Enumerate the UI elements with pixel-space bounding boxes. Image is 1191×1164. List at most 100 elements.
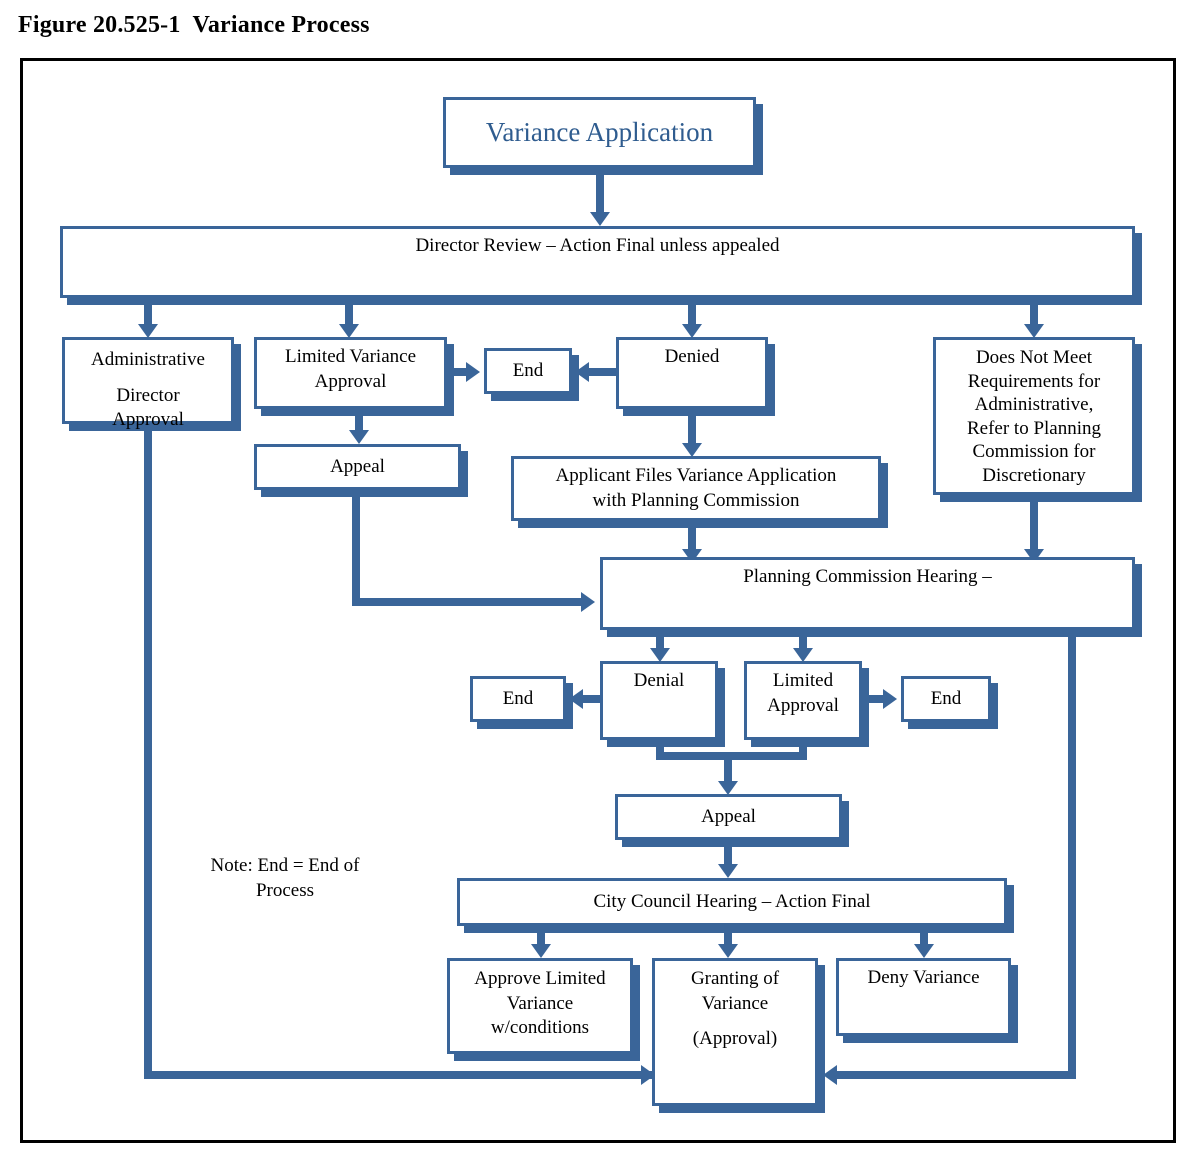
node-approve-limited-variance[interactable]: Approve Limited Variance w/conditions [447, 958, 633, 1054]
node-does-not-meet-line2: Requirements for [967, 370, 1101, 392]
connector-applicant-to-pc [688, 521, 696, 553]
connector-council-to-deny [920, 926, 928, 948]
node-denied[interactable]: Denied [616, 337, 768, 409]
node-granting-of-variance-line2: Variance [701, 992, 769, 1014]
node-end-denial[interactable]: End [470, 676, 566, 722]
arrowhead-council-to-approve-limited [531, 944, 551, 958]
arrowhead-limited-to-end [466, 362, 480, 382]
node-does-not-meet-line4: Refer to Planning [966, 417, 1102, 439]
node-approve-limited-variance-line1: Approve Limited [474, 968, 606, 989]
node-end-limited-approval[interactable]: End [901, 676, 991, 722]
node-denied-label: Denied [664, 346, 720, 367]
node-applicant-files-variance[interactable]: Applicant Files Variance Application wit… [511, 456, 881, 521]
node-deny-variance-label: Deny Variance [867, 967, 980, 988]
connector-denied-to-applicant [688, 409, 696, 447]
connector-admin-to-granting [144, 1071, 652, 1079]
connector-appeal-director-down [352, 490, 360, 606]
node-city-council-hearing-label: City Council Hearing – Action Final [593, 890, 871, 912]
arrowhead-limited-to-appeal [349, 430, 369, 444]
node-planning-commission-hearing[interactable]: Planning Commission Hearing – [600, 557, 1135, 630]
arrowhead-director-to-denied [682, 324, 702, 338]
note-line1: Note: End = End of [210, 855, 360, 876]
node-administrative-director-approval[interactable]: Administrative Director Approval [62, 337, 234, 430]
connector-appeal-director-to-pc [352, 598, 585, 606]
connector-limited-approval-to-end [862, 695, 886, 703]
connector-pc-to-granting [836, 1071, 1076, 1079]
node-applicant-files-line1: Applicant Files Variance Application [555, 465, 837, 486]
connector-variance-to-director [596, 168, 604, 216]
node-limited-approval[interactable]: Limited Approval [744, 661, 862, 740]
node-limited-variance-approval-line1: Limited Variance [284, 346, 416, 367]
connector-director-to-limited [345, 298, 353, 328]
node-city-council-hearing[interactable]: City Council Hearing – Action Final [457, 878, 1007, 926]
node-variance-application[interactable]: Variance Application [443, 97, 756, 168]
node-limited-variance-approval-line2: Approval [314, 370, 387, 392]
node-does-not-meet-line5: Commission for [972, 441, 1096, 463]
arrowhead-limited-approval-to-end [883, 689, 897, 709]
arrowhead-merge-to-appeal [718, 781, 738, 795]
node-does-not-meet-line6: Discretionary [982, 464, 1086, 486]
node-deny-variance[interactable]: Deny Variance [836, 958, 1011, 1036]
arrowhead-director-to-does-not-meet [1024, 324, 1044, 338]
node-administrative-director-approval-line2: Director [116, 384, 180, 406]
connector-limited-to-end [447, 368, 469, 376]
node-does-not-meet-line1: Does Not Meet [975, 347, 1093, 368]
node-applicant-files-line2: with Planning Commission [592, 489, 800, 511]
node-variance-application-label: Variance Application [485, 116, 714, 147]
arrowhead-appeal-pc-to-council [718, 864, 738, 878]
connector-merge-to-appeal [724, 752, 732, 785]
connector-director-to-denied [688, 298, 696, 328]
connector-limited-approval-merge-down [799, 740, 807, 758]
node-granting-of-variance-line1: Granting of [690, 968, 780, 989]
node-end-upper-label: End [512, 359, 544, 381]
node-denial[interactable]: Denial [600, 661, 718, 740]
connector-does-not-meet-to-pc [1030, 495, 1038, 553]
node-administrative-director-approval-line1: Administrative [91, 349, 205, 370]
arrowhead-appeal-director-to-pc [581, 592, 595, 612]
node-limited-approval-line1: Limited [772, 670, 834, 691]
note-end-of-process: Note: End = End of Process [180, 853, 390, 903]
node-director-review-label: Director Review – Action Final unless ap… [415, 235, 780, 256]
arrowhead-council-to-granting [718, 944, 738, 958]
connector-denial-merge-down [656, 740, 664, 758]
connector-denied-to-end [588, 368, 618, 376]
arrowhead-denied-to-applicant [682, 443, 702, 457]
node-appeal-director-label: Appeal [330, 455, 385, 477]
node-limited-variance-approval[interactable]: Limited Variance Approval [254, 337, 447, 409]
arrowhead-council-to-deny [914, 944, 934, 958]
node-limited-approval-line2: Approval [767, 694, 839, 716]
node-appeal-pc[interactable]: Appeal [615, 794, 842, 840]
node-end-limited-approval-label: End [930, 687, 962, 709]
note-line2: Process [255, 880, 315, 902]
arrowhead-pc-to-limited-approval [793, 648, 813, 662]
arrowhead-director-to-admin [138, 324, 158, 338]
node-end-denial-label: End [502, 687, 534, 709]
connector-denial-to-end [582, 695, 604, 703]
arrowhead-director-to-limited [339, 324, 359, 338]
node-appeal-director[interactable]: Appeal [254, 444, 461, 490]
node-administrative-director-approval-line3: Approval [112, 409, 184, 431]
node-director-review[interactable]: Director Review – Action Final unless ap… [60, 226, 1135, 298]
node-appeal-pc-label: Appeal [701, 805, 756, 827]
node-planning-commission-hearing-label: Planning Commission Hearing – [743, 566, 992, 587]
connector-admin-down [144, 424, 152, 1079]
node-end-upper[interactable]: End [484, 348, 572, 394]
connector-director-to-does-not-meet [1030, 298, 1038, 328]
connector-director-to-admin [144, 298, 152, 328]
arrowhead-denial-to-end [569, 689, 583, 709]
connector-council-to-granting [724, 926, 732, 948]
connector-pc-to-limited-approval [799, 630, 807, 652]
arrowhead-pc-to-granting [823, 1065, 837, 1085]
connector-limited-to-appeal [355, 409, 363, 434]
node-does-not-meet-line3: Administrative, [974, 394, 1094, 416]
node-does-not-meet-requirements[interactable]: Does Not Meet Requirements for Administr… [933, 337, 1135, 495]
node-granting-of-variance[interactable]: Granting of Variance (Approval) [652, 958, 818, 1106]
node-denial-label: Denial [633, 670, 685, 691]
connector-pc-to-denial [656, 630, 664, 652]
node-approve-limited-variance-line3: w/conditions [490, 1017, 590, 1039]
node-approve-limited-variance-line2: Variance [506, 992, 574, 1014]
arrowhead-variance-to-director [590, 212, 610, 226]
figure-title: Figure 20.525-1 Variance Process [18, 12, 370, 38]
arrowhead-denied-to-end [575, 362, 589, 382]
